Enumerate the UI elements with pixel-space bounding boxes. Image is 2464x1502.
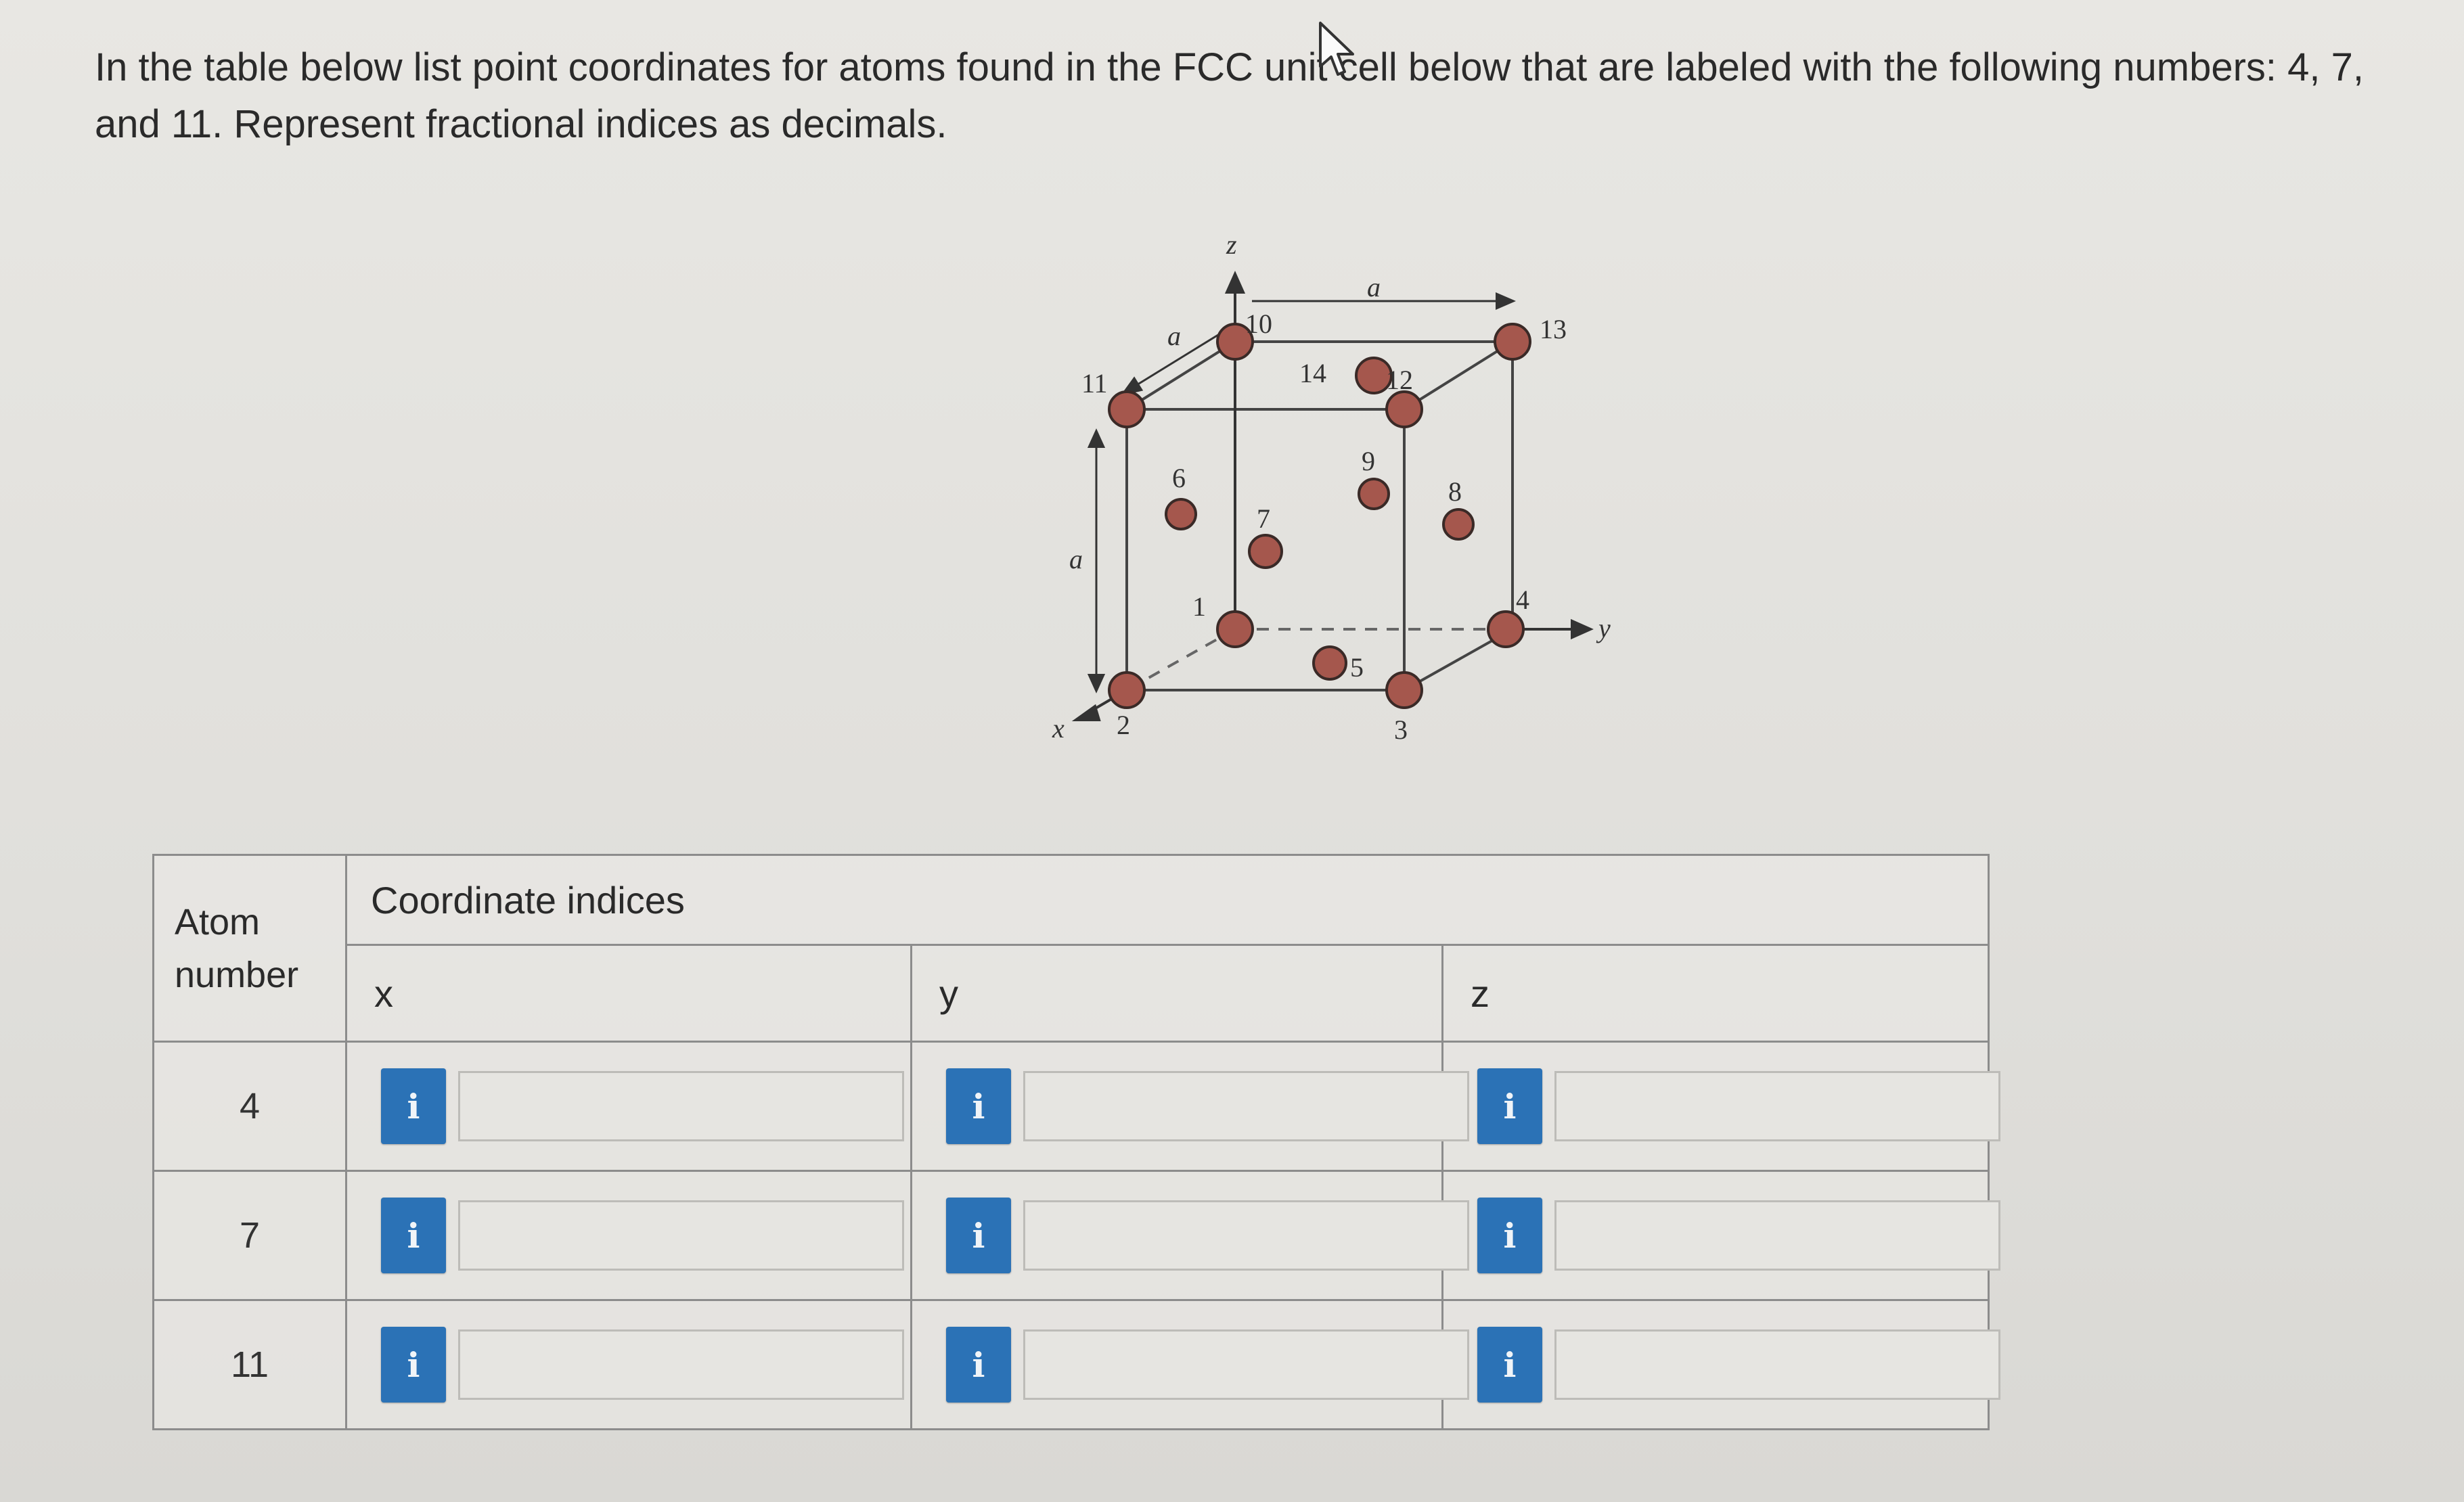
x-cell: i [345,1041,912,1172]
atom-11 [1108,390,1146,428]
info-icon[interactable]: i [946,1068,1011,1144]
atom-label-3: 3 [1394,714,1408,745]
atom-label-2: 2 [1117,710,1130,740]
x-column-header: x [345,944,912,1043]
edge-label-top: a [1367,272,1381,302]
info-icon[interactable]: i [381,1327,446,1403]
atom-3 [1385,671,1423,709]
info-icon[interactable]: i [381,1068,446,1144]
info-icon[interactable]: i [946,1198,1011,1273]
coordinate-indices-header: Coordinate indices [345,854,1990,946]
x-cell: i [345,1299,912,1430]
info-icon[interactable]: i [1477,1198,1542,1273]
z-answer-input[interactable] [1554,1329,2000,1400]
atom-13 [1494,323,1531,361]
y-answer-input[interactable] [1023,1329,1469,1400]
atom-6 [1165,498,1197,530]
x-answer-input[interactable] [458,1200,904,1271]
atom-14 [1355,357,1393,394]
atom-label-8: 8 [1448,476,1462,507]
atom-label-9: 9 [1362,446,1375,476]
z-cell: i [1441,1299,2000,1430]
mouse-cursor-icon [1319,22,1354,76]
atom-label-13: 13 [1540,314,1567,344]
y-cell: i [910,1170,1469,1301]
atoms [1108,323,1531,709]
atom-label-10: 10 [1245,309,1272,339]
atom-7 [1248,534,1283,569]
question-text: In the table below list point coordinate… [95,45,2364,146]
edge-label-depth: a [1167,321,1181,351]
atom-number-header: Atom number [152,854,347,1043]
table-row: 11 i i i [152,1299,2000,1430]
atom-number-cell: 4 [152,1041,347,1172]
edge-label-side: a [1069,544,1083,574]
atom-label-1: 1 [1192,591,1206,622]
atom-label-4: 4 [1516,585,1529,615]
table-row: 4 i i i [152,1041,2000,1172]
atom-10 [1216,323,1254,361]
fcc-unit-cell-diagram: z y x a a a [1015,217,1658,758]
atom-9 [1358,478,1390,510]
atom-label-5: 5 [1350,652,1364,683]
coordinates-table: Atom number Coordinate indices x y z 4 i [152,854,2000,1430]
fcc-unit-cell-svg: z y x a a a [1052,229,1611,745]
z-answer-input[interactable] [1554,1071,2000,1141]
x-answer-input[interactable] [458,1071,904,1141]
atom-label-12: 12 [1386,365,1413,395]
atom-label-14: 14 [1299,358,1326,388]
atom-label-6: 6 [1172,463,1186,493]
info-icon[interactable]: i [1477,1068,1542,1144]
cell-edges [1125,340,1514,691]
y-axis-label: y [1596,613,1611,643]
atom-8 [1442,508,1475,541]
table-row: 7 i i i [152,1170,2000,1301]
atom-number-cell: 7 [152,1170,347,1301]
z-axis-label: z [1226,229,1237,260]
coordinates-table-container: Atom number Coordinate indices x y z 4 i [152,854,2000,1430]
y-column-header: y [910,944,1443,1043]
y-cell: i [910,1299,1469,1430]
z-cell: i [1441,1041,2000,1172]
z-column-header: z [1441,944,1990,1043]
atom-12 [1385,390,1423,428]
z-answer-input[interactable] [1554,1200,2000,1271]
x-cell: i [345,1170,912,1301]
info-icon[interactable]: i [1477,1327,1542,1403]
atom-label-7: 7 [1257,503,1270,534]
y-answer-input[interactable] [1023,1200,1469,1271]
info-icon[interactable]: i [381,1198,446,1273]
atom-5 [1312,645,1347,681]
atom-2 [1108,671,1146,709]
atom-1 [1216,610,1254,648]
atom-4 [1487,610,1525,648]
atom-label-11: 11 [1081,368,1108,399]
z-cell: i [1441,1170,2000,1301]
x-axis-label: x [1052,713,1065,744]
info-icon[interactable]: i [946,1327,1011,1403]
y-answer-input[interactable] [1023,1071,1469,1141]
x-answer-input[interactable] [458,1329,904,1400]
atom-number-cell: 11 [152,1299,347,1430]
y-cell: i [910,1041,1469,1172]
